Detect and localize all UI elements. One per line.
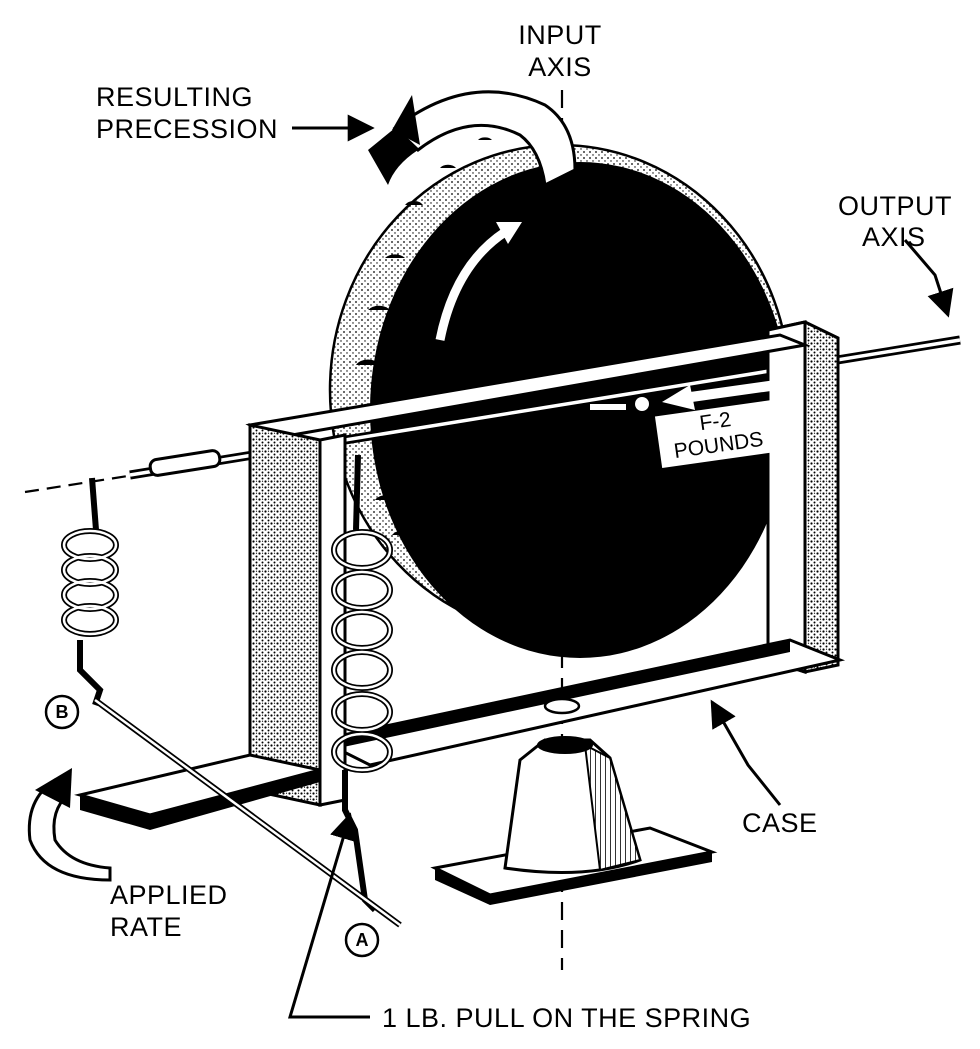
force-label-1: F-2 xyxy=(698,408,732,435)
precession-arrow-icon xyxy=(368,90,577,188)
resulting-precession-label-1: RESULTING xyxy=(96,82,253,112)
applied-rate-label-1: APPLIED xyxy=(110,880,228,910)
output-axis-label-1: OUTPUT xyxy=(838,191,952,221)
gimbal-frame xyxy=(245,320,846,807)
input-axis-label-1: INPUT xyxy=(518,20,602,50)
force-label-box xyxy=(654,400,780,468)
shaft-coupling xyxy=(148,449,222,477)
case-leader xyxy=(710,699,782,806)
case-bearing xyxy=(543,697,581,715)
spring-pull-label: 1 LB. PULL ON THE SPRING xyxy=(382,1003,751,1033)
spring-b xyxy=(61,477,119,706)
point-a-label: A xyxy=(356,930,369,950)
applied-rate-arrow-icon xyxy=(27,768,112,882)
point-a-marker xyxy=(344,922,380,958)
resulting-precession-label-2: PRECESSION xyxy=(96,114,278,144)
pedestal xyxy=(430,736,718,905)
point-b-label: B xyxy=(56,702,69,722)
case-label: CASE xyxy=(742,808,818,838)
force-arrow-icon xyxy=(590,378,792,411)
rotor-disk xyxy=(370,162,790,658)
rotation-arrow-icon xyxy=(435,228,508,341)
output-axis-dashed-extension xyxy=(24,474,129,494)
spring-pull-leader xyxy=(287,812,370,1019)
applied-rate-label-2: RATE xyxy=(110,912,182,942)
output-axis-label-2: AXIS xyxy=(862,222,926,252)
point-b-marker xyxy=(44,694,80,730)
output-axis-leader xyxy=(903,239,954,318)
input-axis-label-2: AXIS xyxy=(528,52,592,82)
